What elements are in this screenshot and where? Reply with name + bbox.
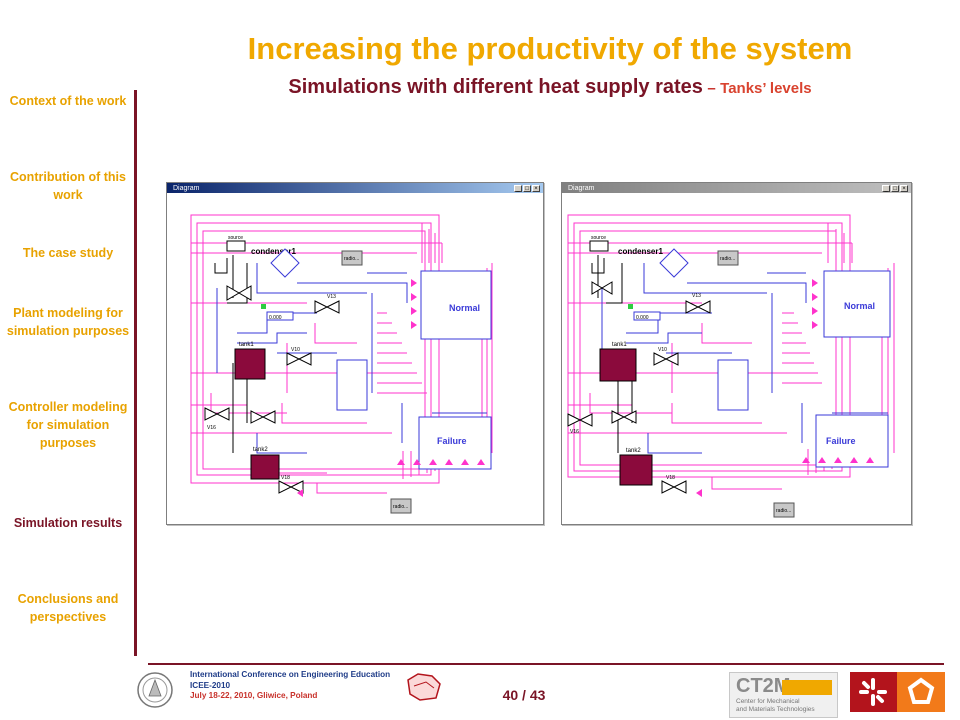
diagram-titlebar[interactable]: Diagram _ □ ×	[167, 183, 543, 193]
footer-divider	[148, 663, 944, 665]
failure-block-label: Failure	[437, 436, 467, 446]
ct2m-line2: and Materials Technologies	[736, 706, 815, 713]
v16-label: V16	[570, 429, 579, 435]
radio-button-top[interactable]: radio...	[720, 256, 735, 262]
conference-acronym: ICEE-2010	[190, 680, 231, 690]
conference-info: International Conference on Engineering …	[190, 670, 390, 702]
slide-title: Increasing the productivity of the syste…	[247, 31, 853, 66]
value-readout: 0.000	[269, 315, 282, 321]
radio-button-bottom[interactable]: radio...	[776, 508, 791, 514]
subtitle-main: Simulations with different heat supply r…	[288, 76, 703, 98]
v16-label: V16	[207, 425, 216, 431]
ct2m-abbr: CT2M	[736, 675, 791, 697]
tank2-label: tank2	[626, 448, 641, 454]
tank1-label: tank1	[612, 342, 627, 348]
maximize-icon[interactable]: □	[891, 184, 899, 192]
normal-block-label: Normal	[844, 301, 875, 311]
nav-item-plant-modeling[interactable]: Plant modeling for simulation purposes	[6, 306, 130, 338]
tank1-icon	[234, 348, 266, 380]
normal-block-label: Normal	[449, 303, 480, 313]
valve-v18-icon	[278, 480, 304, 494]
v13-label: V13	[327, 294, 336, 300]
plant-diagram-left: source condenser1 radio... Normal Failur…	[190, 214, 493, 514]
valve-v13-icon	[314, 300, 340, 314]
v10-label: V10	[291, 347, 300, 353]
green-marker-icon	[628, 304, 633, 309]
university-logo	[850, 672, 945, 712]
conference-name: International Conference on Engineering …	[190, 670, 391, 679]
ct2m-logo: CT2M Center for Mechanical and Materials…	[729, 672, 838, 718]
diagram-window-left[interactable]: Diagram _ □ ×	[166, 182, 544, 525]
page-number: 40 / 43	[502, 687, 546, 703]
nav-divider	[134, 90, 137, 656]
tank1-icon	[599, 348, 637, 382]
v18-label: V18	[666, 475, 675, 481]
slide-subtitle: Simulations with different heat supply r…	[150, 76, 950, 99]
close-icon[interactable]: ×	[900, 184, 908, 192]
ct2m-bar-icon	[782, 680, 832, 695]
condenser-label: condenser1	[618, 247, 663, 256]
nav-item-contribution[interactable]: Contribution of this work	[10, 170, 126, 202]
radio-button-bottom[interactable]: radio...	[393, 504, 408, 510]
source-label: source	[228, 235, 243, 241]
valve-v16-icon	[567, 413, 593, 427]
condenser-label: condenser1	[251, 247, 296, 256]
green-marker-icon	[261, 304, 266, 309]
section-nav: Context of the work Contribution of this…	[0, 86, 137, 656]
port-marker-icons	[297, 279, 485, 497]
minimize-icon[interactable]: _	[514, 184, 522, 192]
tank1-label: tank1	[239, 342, 254, 348]
nav-item-case-study[interactable]: The case study	[22, 246, 114, 260]
valve-v12-icon	[591, 281, 613, 295]
condenser-icon	[270, 248, 300, 278]
diagram-window-right[interactable]: Diagram _ □ ×	[561, 182, 912, 525]
port-marker-icons	[696, 279, 874, 497]
diagram-window-title: Diagram	[173, 184, 200, 192]
valve-v18-icon	[661, 480, 687, 494]
conference-dates: July 18-22, 2010, Gliwice, Poland	[190, 691, 318, 700]
tank2-label: tank2	[253, 447, 268, 453]
valve-v12-icon	[226, 285, 252, 301]
minimize-icon[interactable]: _	[882, 184, 890, 192]
tank2-icon	[619, 454, 653, 486]
v18-label: V18	[281, 475, 290, 481]
subtitle-separator: –	[707, 80, 716, 97]
tank2-icon	[250, 454, 280, 480]
nav-item-controller-modeling[interactable]: Controller modeling for simulation purpo…	[8, 400, 128, 450]
valve-v11-icon	[286, 352, 312, 366]
pentagon-icon	[897, 672, 945, 712]
nav-item-simulation-results[interactable]: Simulation results	[13, 516, 123, 530]
icee-logo-icon	[407, 673, 441, 701]
asterisk-icon	[850, 672, 897, 712]
v13-label: V13	[692, 293, 701, 299]
ct2m-line1: Center for Mechanical	[736, 698, 800, 705]
valve-v15-icon	[250, 410, 276, 424]
close-icon[interactable]: ×	[532, 184, 540, 192]
failure-block-label: Failure	[826, 436, 856, 446]
diagram-window-title: Diagram	[568, 184, 595, 192]
maximize-icon[interactable]: □	[523, 184, 531, 192]
value-readout: 0.000	[636, 315, 649, 321]
source-label: source	[591, 235, 606, 241]
diagram-titlebar[interactable]: Diagram _ □ ×	[562, 183, 911, 193]
condenser-icon	[659, 248, 689, 278]
university-seal-icon	[137, 672, 173, 708]
nav-item-conclusions[interactable]: Conclusions and perspectives	[17, 592, 119, 624]
plant-diagram-right: source condenser1 radio... Normal Failur…	[567, 214, 895, 518]
valve-v13-icon	[685, 300, 711, 314]
nav-item-context[interactable]: Context of the work	[9, 94, 127, 108]
valve-v16-icon	[204, 407, 230, 421]
valve-v11-icon	[653, 352, 679, 366]
valve-v15-icon	[611, 410, 637, 424]
v10-label: V10	[658, 347, 667, 353]
subtitle-accent: Tanks’ levels	[720, 80, 812, 97]
radio-button-top[interactable]: radio...	[344, 256, 359, 262]
